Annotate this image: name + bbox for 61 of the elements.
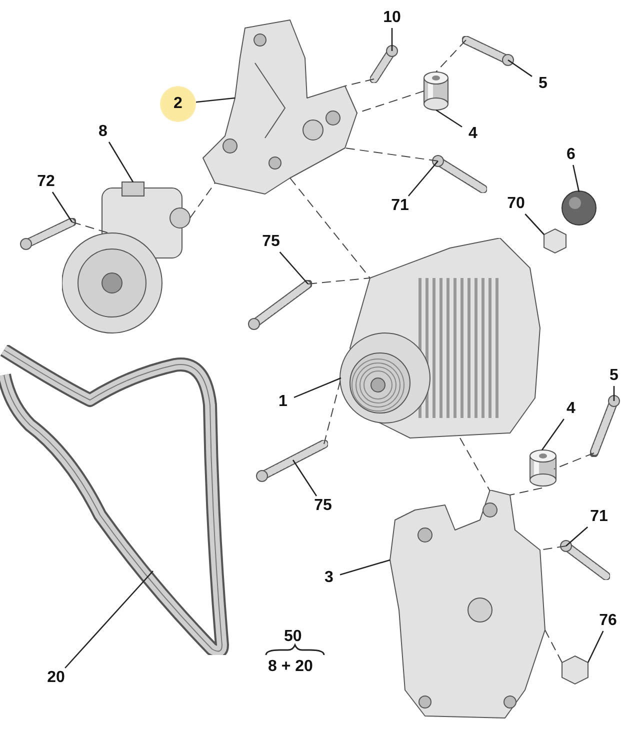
callout-number: 75 (307, 496, 339, 516)
bolt-drawing (20, 218, 76, 250)
leader-line (613, 386, 615, 401)
callout-number: 8 + 20 (268, 658, 313, 676)
assembly-line (344, 148, 438, 162)
callout-number: 75 (255, 232, 287, 252)
bolt-drawing (432, 155, 487, 193)
callout-number: 71 (384, 196, 416, 216)
callout-number: 5 (532, 74, 554, 94)
bolt-drawing (248, 280, 312, 330)
bolt-drawing (560, 540, 610, 580)
assembly-line (290, 178, 370, 278)
leader-line (64, 570, 154, 668)
callout-number: 4 (560, 399, 582, 419)
leader-line (292, 460, 318, 496)
leader-line (572, 164, 580, 192)
callout-number: 76 (592, 611, 624, 631)
callout-number: 20 (40, 668, 72, 688)
callout-number: 4 (462, 124, 484, 144)
leader-line (524, 214, 544, 235)
bolt-drawing (462, 36, 514, 66)
leader-line (196, 97, 236, 103)
bolt-drawing (370, 45, 398, 83)
bolt-drawing (256, 440, 328, 482)
assembly-line (308, 278, 370, 284)
assembly-line (344, 78, 374, 86)
leader-line (340, 559, 390, 576)
leader-line (541, 418, 564, 450)
leader-line (52, 192, 73, 222)
bolt-drawing (590, 395, 620, 457)
nut-drawing (560, 655, 590, 685)
leader-line (587, 630, 604, 663)
cap-drawing (560, 190, 598, 226)
nut-drawing (542, 228, 568, 254)
callout-number: 3 (318, 568, 340, 588)
assembly-line (554, 452, 594, 470)
callout-number: 72 (30, 172, 62, 192)
callout-number: 1 (272, 392, 294, 412)
assembly-line (190, 182, 216, 218)
leader-line (408, 160, 438, 196)
leader-line (294, 377, 342, 398)
callout-number: 8 (92, 122, 114, 142)
leader-line (566, 526, 588, 546)
callout-number: 6 (560, 145, 582, 165)
assembly-line (436, 40, 466, 72)
leader-line (279, 252, 308, 284)
callout-number: 10 (376, 8, 408, 28)
assembly-line (544, 630, 562, 663)
callout-number: 5 (603, 366, 625, 386)
assembly-line (460, 438, 490, 492)
leader-line (108, 142, 134, 182)
leader-line (508, 59, 532, 77)
assembly-line (356, 90, 424, 114)
leader-line (391, 28, 393, 51)
callout-number: 2 (160, 86, 196, 122)
leader-line (436, 109, 462, 128)
callout-number: 70 (500, 194, 532, 214)
callout-number: 71 (583, 507, 615, 527)
callout-number: 50 (284, 628, 302, 646)
assembly-line (510, 488, 542, 496)
belt-drawing (0, 345, 232, 655)
